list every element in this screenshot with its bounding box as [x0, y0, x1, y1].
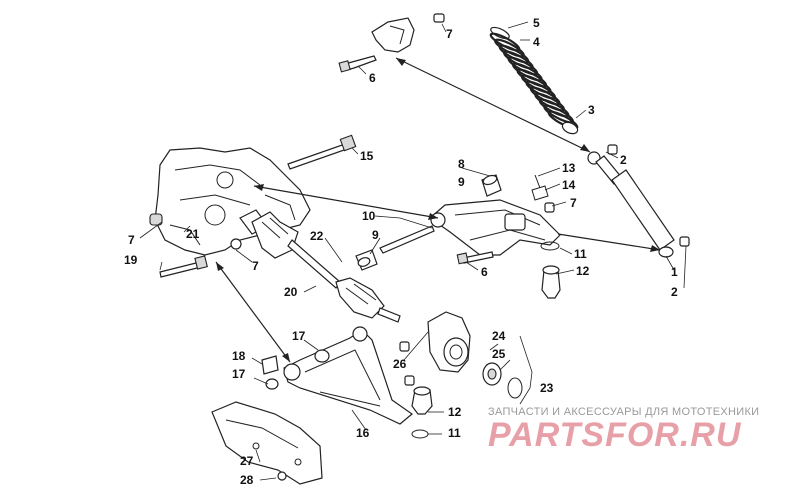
- callout-15: 15: [360, 149, 374, 163]
- bolt-10: [379, 225, 435, 254]
- upper-a-arm: [429, 199, 561, 256]
- skid-plate: [211, 401, 323, 485]
- callout-19: 19: [124, 253, 138, 267]
- callout-25: 25: [492, 347, 506, 361]
- callout-1: 1: [671, 265, 678, 279]
- bolt-19: [159, 255, 208, 278]
- callout-18: 18: [232, 349, 246, 363]
- callout-9: 9: [372, 228, 379, 242]
- bolt-6-top: [338, 55, 377, 73]
- callout-16: 16: [356, 426, 370, 440]
- coil-spring: [489, 26, 579, 135]
- callout-28: 28: [240, 473, 254, 487]
- callout-14: 14: [562, 178, 576, 192]
- callout-9: 9: [458, 175, 465, 189]
- snap-ring-25: [507, 377, 523, 399]
- callout-4: 4: [533, 35, 540, 49]
- bushing-9-lower: [355, 249, 378, 271]
- watermark-tagline: ЗАПЧАСТИ И АКСЕССУАРЫ ДЛЯ МОТОТЕХНИКИ: [488, 406, 760, 418]
- bearing-24: [482, 362, 502, 386]
- callout-7: 7: [252, 259, 259, 273]
- callout-2: 2: [671, 285, 678, 299]
- ball-joint-12-lower: [411, 386, 433, 439]
- bolt-15: [287, 134, 357, 170]
- upper-bracket: [371, 13, 445, 53]
- assembly-arrows: [215, 57, 661, 363]
- shock-absorber: [587, 144, 690, 258]
- watermark-logo: PARTSFOR.RU: [488, 416, 742, 454]
- bushing-9-upper: [481, 174, 502, 197]
- nut-7-left: [149, 213, 163, 226]
- callout-10: 10: [362, 209, 376, 223]
- callout-22: 22: [310, 229, 324, 243]
- callout-2: 2: [620, 153, 627, 167]
- callout-6: 6: [481, 265, 488, 279]
- callout-23: 23: [540, 381, 554, 395]
- callout-11: 11: [574, 247, 587, 261]
- callout-11: 11: [448, 426, 461, 440]
- bushings-17-18: [261, 349, 330, 390]
- leader-lines: [139, 21, 687, 481]
- callout-26: 26: [393, 357, 407, 371]
- steering-knuckle: [399, 311, 471, 386]
- cotter-and-nut-13-14: [531, 174, 555, 213]
- ball-joint-12-upper: [540, 241, 561, 299]
- callout-12: 12: [448, 405, 462, 419]
- callout-21: 21: [186, 227, 200, 241]
- callout-7: 7: [128, 233, 135, 247]
- callout-17: 17: [232, 367, 246, 381]
- callout-17: 17: [292, 329, 306, 343]
- bolt-6-lower: [456, 251, 494, 265]
- callout-labels: 7 5 4 6 3 2 15 8 13 9 14 7 10 9 7 21 22 …: [124, 16, 678, 487]
- callout-6: 6: [369, 71, 376, 85]
- callout-20: 20: [284, 285, 298, 299]
- callout-5: 5: [533, 16, 540, 30]
- washer-7-axle: [230, 238, 242, 250]
- callout-7: 7: [570, 196, 577, 210]
- callout-24: 24: [492, 329, 506, 343]
- callout-8: 8: [458, 157, 465, 171]
- drive-axle: [239, 209, 401, 323]
- callout-12: 12: [576, 264, 590, 278]
- callout-13: 13: [562, 161, 576, 175]
- callout-7: 7: [446, 27, 453, 41]
- callout-3: 3: [588, 103, 595, 117]
- callout-27: 27: [240, 454, 254, 468]
